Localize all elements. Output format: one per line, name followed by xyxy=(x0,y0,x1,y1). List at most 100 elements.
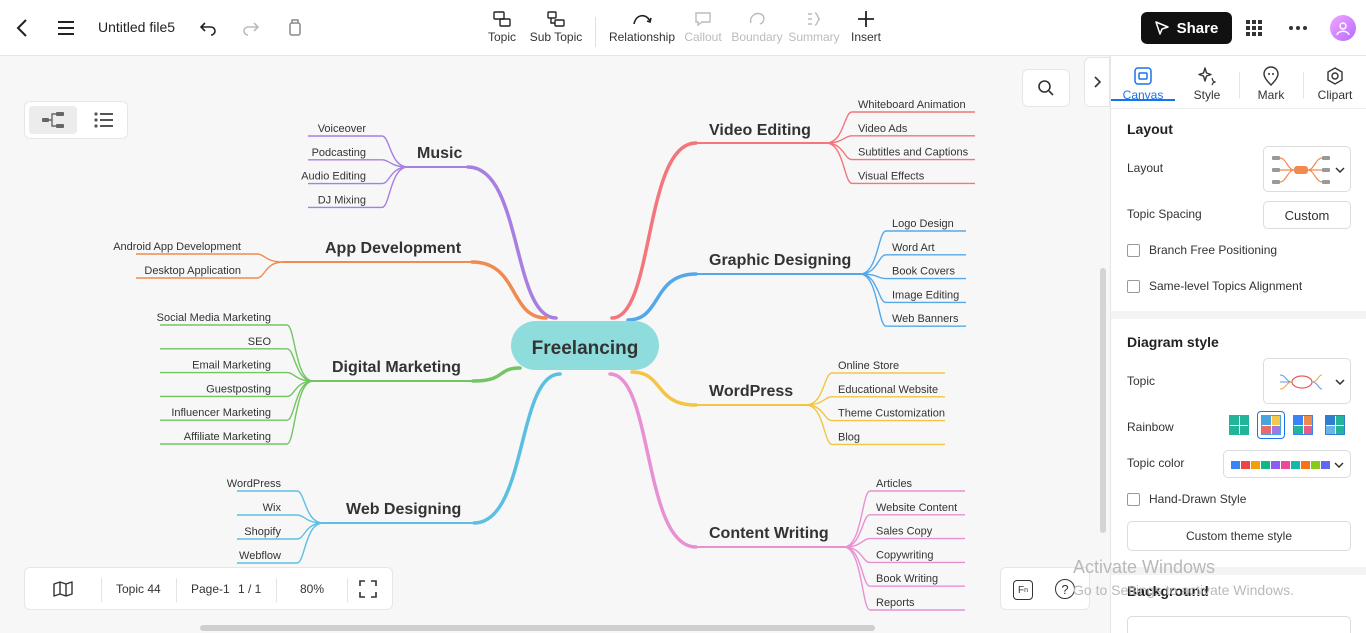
vertical-scrollbar[interactable] xyxy=(1100,268,1106,533)
fullscreen-icon[interactable] xyxy=(359,580,377,603)
subtopic-web[interactable]: Shopify xyxy=(244,526,281,538)
subtopic-digital[interactable]: Guestposting xyxy=(206,383,271,395)
subtopic-music[interactable]: Podcasting xyxy=(312,147,366,159)
page-label[interactable]: Page-1 xyxy=(191,582,230,596)
subtopic-wordpress[interactable]: Blog xyxy=(838,431,860,443)
subtopic-content[interactable]: Book Writing xyxy=(876,573,938,585)
branch-connector-content xyxy=(608,372,698,549)
subtopic-content[interactable]: Sales Copy xyxy=(876,526,933,538)
rainbow-swatch-icon xyxy=(1261,415,1281,435)
subtopic-video[interactable]: Subtitles and Captions xyxy=(858,147,969,159)
root-topic-label: Freelancing xyxy=(532,338,639,359)
subtopic-digital[interactable]: Affiliate Marketing xyxy=(184,431,271,443)
menu-icon[interactable] xyxy=(54,16,78,40)
mindmap-view-icon[interactable] xyxy=(29,106,77,134)
summary-tool[interactable]: Summary xyxy=(788,8,840,44)
branch-topic-content[interactable]: Content Writing xyxy=(709,525,829,542)
subtopic-wordpress[interactable]: Online Store xyxy=(838,360,899,372)
hand-drawn-checkbox[interactable] xyxy=(1127,493,1140,506)
collapse-panel-button[interactable] xyxy=(1084,57,1110,107)
subtopic-wordpress[interactable]: Theme Customization xyxy=(838,408,945,420)
subtopic-digital[interactable]: Social Media Marketing xyxy=(157,312,271,324)
format-painter-icon[interactable] xyxy=(283,16,307,40)
rainbow-option[interactable] xyxy=(1257,411,1285,439)
same-level-checkbox[interactable] xyxy=(1127,280,1140,293)
branch-topic-app[interactable]: App Development xyxy=(325,240,462,257)
tab-clipart[interactable]: Clipart xyxy=(1305,64,1365,102)
undo-icon[interactable] xyxy=(196,16,220,40)
subtopic-digital[interactable]: Email Marketing xyxy=(192,360,271,372)
root-topic[interactable]: Freelancing xyxy=(511,321,659,370)
help-icon[interactable]: ? xyxy=(1055,579,1075,599)
tab-mark[interactable]: Mark xyxy=(1241,64,1301,102)
topic-spacing-button[interactable]: Custom xyxy=(1263,201,1351,229)
subtopic-graphic[interactable]: Book Covers xyxy=(892,266,955,278)
subtopic-video[interactable]: Visual Effects xyxy=(858,170,925,182)
subtopic-wordpress[interactable]: Educational Website xyxy=(838,384,938,396)
subtopic-content[interactable]: Copywriting xyxy=(876,549,933,561)
subtopic-digital[interactable]: SEO xyxy=(248,336,272,348)
subtopic-digital[interactable]: Influencer Marketing xyxy=(171,407,271,419)
back-arrow-icon[interactable] xyxy=(10,16,34,40)
subtopic-graphic[interactable]: Image Editing xyxy=(892,289,959,301)
branch-free-checkbox[interactable] xyxy=(1127,244,1140,257)
subtopic-graphic[interactable]: Word Art xyxy=(892,242,935,254)
branch-topic-graphic[interactable]: Graphic Designing xyxy=(709,252,851,269)
branch-topic-web[interactable]: Web Designing xyxy=(346,501,461,518)
custom-theme-button[interactable]: Custom theme style xyxy=(1127,521,1351,551)
layout-select[interactable] xyxy=(1263,146,1351,192)
background-options[interactable] xyxy=(1127,616,1351,633)
color-swatch xyxy=(1241,461,1250,469)
subtopic-music[interactable]: Voiceover xyxy=(318,123,367,135)
redo-icon[interactable] xyxy=(239,16,263,40)
file-title[interactable]: Untitled file5 xyxy=(98,19,176,35)
subtopic-web[interactable]: WordPress xyxy=(227,478,282,490)
tab-style[interactable]: Style xyxy=(1177,64,1237,102)
subtopic-video[interactable]: Whiteboard Animation xyxy=(858,99,966,111)
map-icon[interactable] xyxy=(53,581,73,602)
rainbow-option[interactable] xyxy=(1289,411,1317,439)
subtopic-connector xyxy=(825,135,975,144)
tab-canvas[interactable]: Canvas xyxy=(1113,64,1173,102)
callout-tool[interactable]: Callout xyxy=(683,8,723,44)
subtopic-music[interactable]: Audio Editing xyxy=(301,171,366,183)
subtopic-graphic[interactable]: Web Banners xyxy=(892,313,959,325)
subtopic-web[interactable]: Webflow xyxy=(239,550,281,562)
rainbow-option[interactable] xyxy=(1225,411,1253,439)
subtopic-music[interactable]: DJ Mixing xyxy=(318,194,366,206)
branch-topic-digital[interactable]: Digital Marketing xyxy=(332,359,461,376)
topic-style-select[interactable] xyxy=(1263,358,1351,404)
branch-topic-music[interactable]: Music xyxy=(417,145,462,162)
topic-color-select[interactable] xyxy=(1223,450,1351,478)
subtopic-web[interactable]: Wix xyxy=(263,502,282,514)
subtopic-graphic[interactable]: Logo Design xyxy=(892,218,954,230)
branch-topic-video[interactable]: Video Editing xyxy=(709,122,811,139)
subtopic-app[interactable]: Android App Development xyxy=(113,241,241,253)
topic-icon xyxy=(493,8,511,30)
topic-tool[interactable]: Topic xyxy=(484,8,520,44)
insert-tool[interactable]: Insert xyxy=(848,8,884,44)
subtopic-video[interactable]: Video Ads xyxy=(858,123,908,135)
subtopic-content[interactable]: Reports xyxy=(876,597,915,609)
relationship-tool-label: Relationship xyxy=(608,30,676,44)
zoom-level[interactable]: 80% xyxy=(300,582,325,596)
boundary-tool[interactable]: Boundary xyxy=(731,8,783,44)
apps-grid-icon[interactable] xyxy=(1242,16,1266,40)
branch-connector-wordpress xyxy=(630,370,698,407)
outline-view-icon[interactable] xyxy=(83,106,125,134)
user-avatar[interactable] xyxy=(1330,15,1356,41)
horizontal-scrollbar[interactable] xyxy=(200,625,875,631)
relationship-tool[interactable]: Relationship xyxy=(607,8,677,44)
share-button[interactable]: Share xyxy=(1141,12,1232,44)
color-swatch xyxy=(1271,461,1280,469)
subtopic-content[interactable]: Articles xyxy=(876,478,913,490)
branch-topic-wordpress[interactable]: WordPress xyxy=(709,383,793,400)
search-button[interactable] xyxy=(1022,69,1070,107)
subtopic-tool[interactable]: Sub Topic xyxy=(527,8,585,44)
more-options-icon[interactable] xyxy=(1286,16,1310,40)
rainbow-option[interactable] xyxy=(1321,411,1349,439)
subtopic-app[interactable]: Desktop Application xyxy=(144,265,241,277)
subtopic-content[interactable]: Website Content xyxy=(876,502,957,514)
